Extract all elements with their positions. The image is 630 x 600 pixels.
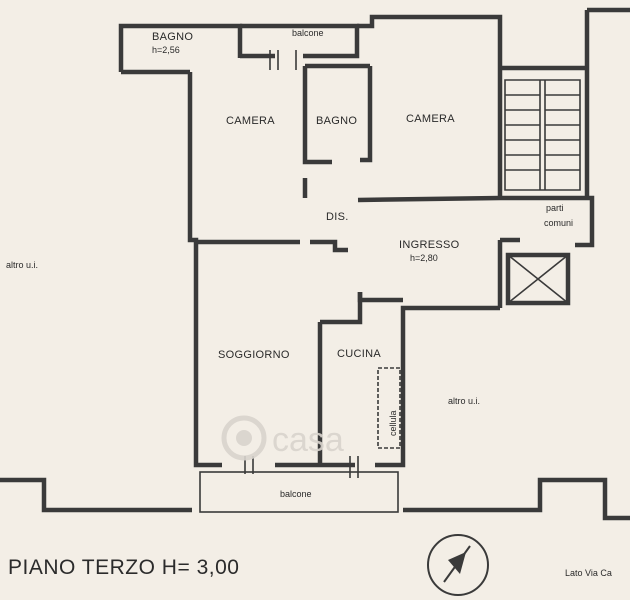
label-balcone-bottom: balcone: [280, 489, 312, 499]
label-ingresso: INGRESSO: [399, 239, 460, 251]
label-camera-right: CAMERA: [406, 113, 455, 125]
balcone-bottom: [199, 471, 399, 513]
label-balcone-top: balcone: [292, 28, 324, 38]
label-cucina: CUCINA: [337, 348, 381, 360]
apartment-walls: [118, 14, 503, 468]
label-bagno-2: BAGNO: [316, 115, 357, 127]
north-arrow-icon: [427, 534, 489, 596]
label-cellula: cellula: [388, 410, 398, 436]
neighbour-outline: [0, 7, 630, 521]
label-ingresso-height: h=2,80: [410, 253, 438, 263]
cellula-box: [377, 367, 401, 449]
label-camera-left: CAMERA: [226, 115, 275, 127]
stairwell: [500, 65, 585, 191]
parti-comuni: [500, 195, 595, 306]
floor-title: PIANO TERZO H= 3,00: [8, 556, 239, 579]
label-bagno-1-height: h=2,56: [152, 45, 180, 55]
label-parti: parti: [546, 203, 564, 213]
street-label: Lato Via Ca: [565, 568, 612, 578]
label-comuni: comuni: [544, 218, 573, 228]
window-marks: [244, 50, 359, 478]
label-soggiorno: SOGGIORNO: [218, 349, 290, 361]
label-bagno-1: BAGNO: [152, 31, 193, 43]
label-altro-left: altro u.i.: [6, 260, 38, 270]
label-altro-right: altro u.i.: [448, 396, 480, 406]
watermark-text: casa: [272, 421, 344, 459]
label-dis: DIS.: [326, 211, 349, 223]
watermark: casa: [221, 415, 344, 461]
